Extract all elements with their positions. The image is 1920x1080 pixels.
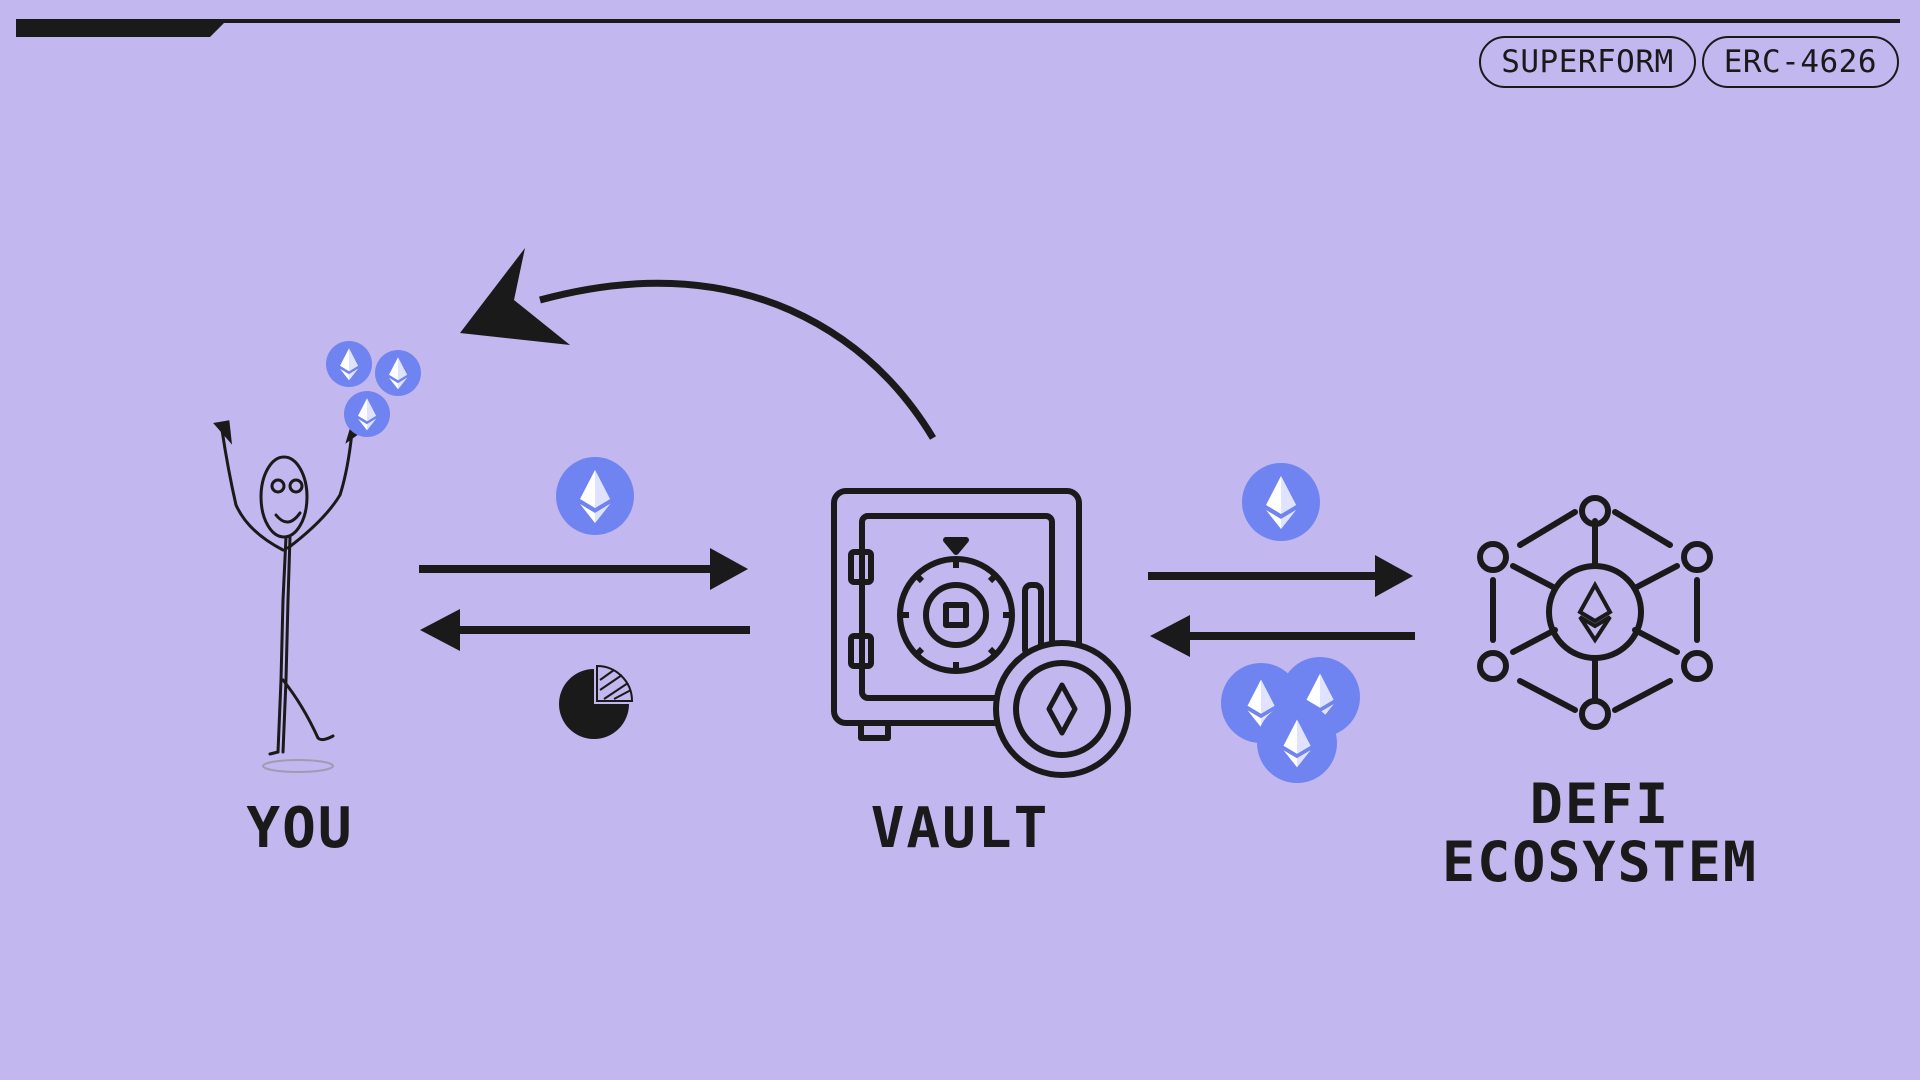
top-progress-bar [16,19,1900,37]
tag-superform: SUPERFORM [1479,36,1696,88]
tag-erc-4626: ERC-4626 [1701,36,1899,88]
node-label-defi-line1: DEFI [1529,772,1671,836]
return-arrow-icon [460,248,936,440]
pie-chart-icon [559,664,634,739]
bidirectional-arrows-icon [1148,555,1415,657]
node-label-defi-line2: ECOSYSTEM [1441,829,1758,894]
node-label-vault: VAULT [870,796,1050,861]
tag-row: SUPERFORM ERC-4626 [1479,36,1899,88]
bidirectional-arrows-icon [419,548,750,651]
eth-coin-icon [1221,657,1360,783]
eth-coin-icon [556,457,634,535]
stick-figure-icon [213,416,365,773]
eth-coin-icon [1242,463,1320,541]
safe-vault-icon [831,488,1131,778]
node-label-you: YOU [246,796,354,861]
network-hexagon-icon [1477,495,1713,730]
node-label-defi: DEFI ECOSYSTEM [1400,772,1800,894]
eth-coin-icon [326,341,421,437]
